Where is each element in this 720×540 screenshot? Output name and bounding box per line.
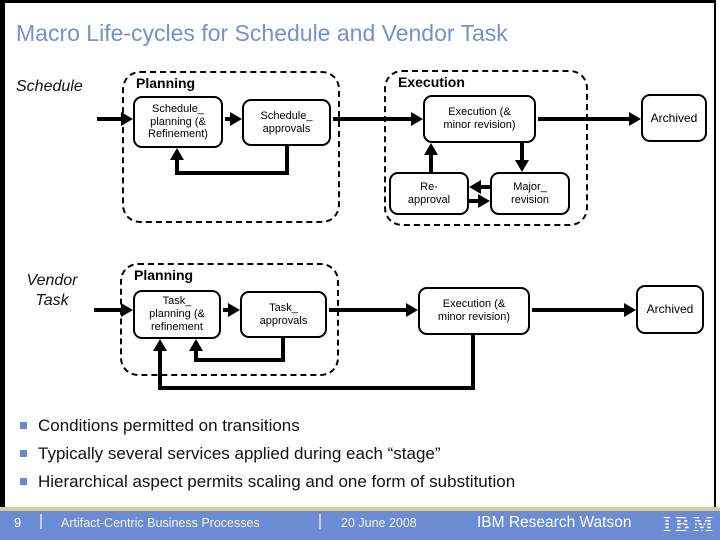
arrow-vendor-approvals-feedback-rise [194, 349, 198, 362]
arrowhead-vendor-execution-to-archived [624, 303, 636, 317]
arrowhead-reapproval-to-execution [424, 143, 438, 155]
arrowhead-schedule-execution-to-archived [629, 112, 641, 126]
bullet-item: Conditions permitted on transitions [20, 412, 515, 440]
bullet-text: Typically several services applied durin… [38, 444, 441, 463]
arrow-schedule-approvals-feedback-run [175, 171, 289, 175]
slide-border-top [0, 0, 716, 3]
schedule-execution-group: Execution [384, 70, 588, 226]
arrow-schedule-approvals-to-execution [333, 117, 412, 121]
arrowhead-vendor-planning-to-approvals [228, 303, 240, 317]
arrow-vendor-execution-feedback-drop [471, 335, 475, 390]
vendor-approvals-node: Task_ approvals [240, 291, 327, 338]
page-title: Macro Life-cycles for Schedule and Vendo… [16, 20, 508, 46]
schedule-archived-node: Archived [641, 94, 707, 142]
ibm-logo-text: IBM [663, 512, 713, 535]
arrowhead-vendor-approvals-feedback [189, 339, 203, 351]
arrowhead-schedule-planning-to-approvals [230, 112, 242, 126]
arrowhead-schedule-feedback-to-planning [170, 148, 184, 160]
arrowhead-schedule-approvals-to-execution [411, 112, 423, 126]
bullet-square-icon [20, 422, 27, 429]
slide-border-left [0, 0, 5, 509]
arrow-vendor-approvals-feedback-drop [281, 338, 285, 362]
bullet-square-icon [20, 450, 27, 457]
bullet-text: Conditions permitted on transitions [38, 416, 300, 435]
bullet-item: Hierarchical aspect permits scaling and … [20, 468, 515, 496]
arrow-schedule-execution-to-archived [538, 117, 630, 121]
vendor-planning-node: Task_ planning (& refinement [133, 290, 221, 339]
row-label-schedule: Schedule [16, 78, 83, 95]
footer-accent-line [0, 507, 720, 511]
arrow-execution-to-major-revision [520, 143, 524, 162]
schedule-planning-group-label: Planning [136, 75, 196, 91]
arrowhead-vendor-entry [121, 303, 133, 317]
footer-date: 20 June 2008 [341, 516, 417, 530]
arrow-vendor-execution-feedback-run [158, 386, 475, 390]
arrow-schedule-approvals-feedback-drop [285, 146, 289, 175]
footer-separator [319, 514, 321, 529]
page-number: 9 [14, 515, 22, 530]
vendor-archived-node: Archived [636, 285, 704, 334]
schedule-planning-group: Planning [122, 71, 340, 223]
arrow-reapproval-to-execution [429, 154, 433, 172]
vendor-planning-group: Planning [120, 263, 339, 376]
vendor-planning-group-label: Planning [134, 267, 194, 283]
schedule-planning-node: Schedule_ planning (& Refinement) [133, 96, 223, 148]
arrow-schedule-planning-to-approvals [225, 117, 232, 121]
arrow-vendor-approvals-feedback-run [194, 358, 285, 362]
slide-border-right [714, 0, 716, 509]
bullet-text: Hierarchical aspect permits scaling and … [38, 472, 516, 491]
schedule-execution-group-label: Execution [398, 74, 465, 90]
arrow-schedule-approvals-feedback-rise [175, 158, 179, 175]
arrowhead-schedule-entry [121, 112, 133, 126]
arrowhead-major-revision-to-reapproval [469, 180, 481, 194]
footer-bar [0, 511, 720, 540]
arrow-schedule-entry [97, 117, 123, 121]
schedule-major-revision-node: Major_ revision [490, 172, 570, 215]
schedule-approvals-node: Schedule_ approvals [242, 99, 331, 146]
arrow-vendor-execution-to-archived [532, 308, 625, 312]
schedule-reapproval-node: Re- approval [389, 172, 469, 215]
vendor-execution-node: Execution (& minor revision) [418, 287, 530, 335]
bullet-item: Typically several services applied durin… [20, 440, 515, 468]
footer-org: IBM Research Watson [477, 514, 632, 531]
bullet-square-icon [20, 478, 27, 485]
arrowhead-execution-to-major-revision [515, 160, 529, 172]
arrow-vendor-approvals-to-execution [329, 308, 407, 312]
footer-presentation-title: Artifact-Centric Business Processes [61, 516, 260, 530]
arrow-vendor-planning-to-approvals [223, 308, 229, 312]
row-label-vendor-task: Vendor Task [26, 272, 78, 309]
schedule-execution-node: Execution (& minor revision) [423, 95, 536, 143]
arrow-reapproval-to-major-revision [469, 199, 479, 203]
footer-separator [40, 514, 42, 529]
arrow-major-revision-to-reapproval [480, 185, 490, 189]
arrowhead-vendor-execution-feedback [153, 339, 167, 351]
ibm-logo-icon: IBM [662, 512, 714, 535]
bullet-list: Conditions permitted on transitions Typi… [20, 412, 515, 496]
arrow-vendor-execution-feedback-rise [158, 349, 162, 390]
arrowhead-vendor-approvals-to-execution [406, 303, 418, 317]
arrow-vendor-entry [94, 308, 122, 312]
arrowhead-reapproval-to-major-revision [478, 194, 490, 208]
